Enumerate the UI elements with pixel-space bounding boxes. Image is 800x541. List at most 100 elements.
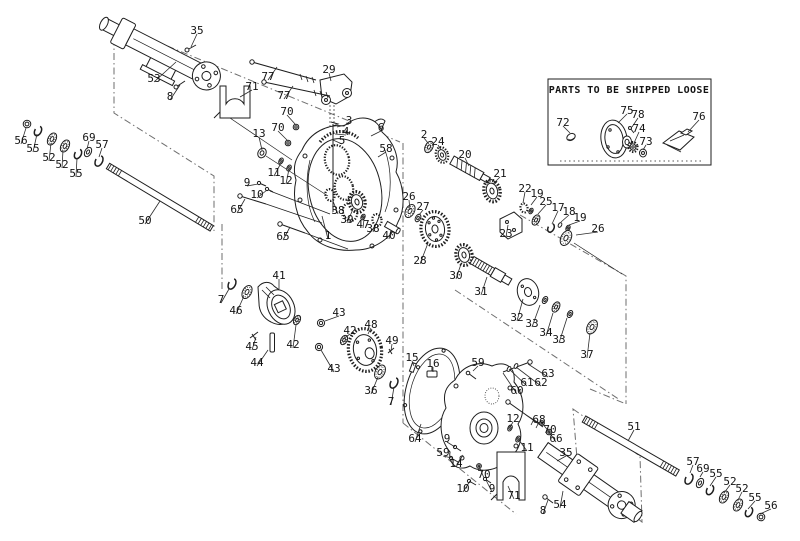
part-label-18: 18 [562,205,575,218]
part-label-70: 70 [477,468,490,481]
leader-line-15 [411,360,415,367]
washer-74 [627,140,639,154]
part-label-47: 47 [356,218,369,231]
part-label-59: 59 [471,356,484,369]
part-label-72: 72 [556,116,569,129]
leader-line-35 [190,33,198,48]
leader-line-31 [480,276,488,296]
countershaft-train [454,242,598,335]
part-label-42: 42 [343,324,356,337]
part-label-58: 58 [379,142,392,155]
part-label-62: 62 [534,376,547,389]
part-label-30: 30 [449,269,462,282]
leader-line-26 [575,231,599,236]
part-label-39: 39 [340,213,353,226]
leader-line-10 [462,480,471,493]
leader-line-23 [505,224,509,238]
part-label-44: 44 [250,356,264,369]
part-label-52: 52 [735,482,748,495]
part-label-27: 27 [416,200,429,213]
part-label-69: 69 [82,131,95,144]
part-label-6: 6 [378,121,385,134]
leader-line-20 [464,157,470,167]
part-label-25: 25 [539,195,552,208]
leader-line-52 [48,142,52,162]
leader-line-30 [455,263,462,280]
leader-line-75 [617,113,628,124]
part-label-10: 10 [250,188,263,201]
part-label-50: 50 [138,214,151,227]
leader-line-52 [737,491,743,501]
part-label-35: 35 [190,24,203,37]
part-label-23: 23 [499,227,512,240]
part-label-38: 38 [366,222,379,235]
part-label-57: 57 [95,138,108,151]
leader-line-7 [390,386,395,406]
part-label-75: 75 [620,104,633,117]
leader-line-11 [273,162,282,177]
part-label-7: 7 [388,395,395,408]
leader-line-33 [531,304,541,328]
leader-line-1 [321,215,329,240]
part-label-28: 28 [413,254,426,267]
part-label-36: 36 [364,384,377,397]
part-label-8: 8 [540,504,547,517]
part-label-32: 32 [510,311,523,324]
part-label-33: 33 [552,333,565,346]
shift-plate-23 [499,211,523,240]
part-labels-layer: 3553871777729707034565813565552525569575… [14,24,777,517]
part-label-78: 78 [631,108,644,121]
part-label-13: 13 [252,127,265,140]
main-housing-1 [293,117,404,251]
part-label-54: 54 [553,498,567,511]
leader-line-55 [32,133,38,153]
leader-line-47 [362,218,365,229]
part-label-4: 4 [343,125,350,138]
leader-line-70 [541,422,551,434]
leader-line-70 [277,130,288,141]
leader-line-17 [551,210,559,225]
leader-line-2 [423,137,429,144]
part-label-3: 3 [346,114,353,127]
part-label-20: 20 [458,148,471,161]
leader-line-77 [283,85,294,100]
screw-8-upper [173,80,186,90]
right-bearing-stack [684,473,766,522]
part-label-55: 55 [26,142,39,155]
leader-line-10 [256,189,268,199]
part-label-52: 52 [55,158,68,171]
part-label-41: 41 [272,269,285,282]
leader-line-61 [508,368,528,387]
part-label-73: 73 [639,135,652,148]
part-label-22: 22 [518,182,531,195]
part-label-17: 17 [551,201,564,214]
leader-line-35 [556,455,567,462]
axle-shaft-50 [105,162,215,232]
part-label-26: 26 [402,190,415,203]
part-label-52: 52 [723,475,736,488]
leader-line-65 [282,226,291,241]
leader-line-28 [419,242,429,265]
leader-line-13 [258,136,263,151]
leader-line-46 [235,295,245,315]
screw-77-b [261,79,331,99]
leader-line-6 [370,130,382,137]
part-label-34: 34 [539,326,553,339]
leader-line-19 [530,196,538,206]
leader-line-57 [98,147,103,158]
part-label-12: 12 [279,174,292,187]
part-label-56: 56 [14,134,27,147]
leader-line-8 [542,499,549,515]
shaft-44 [269,332,275,353]
bolt-65-a [237,193,323,224]
leader-line-60 [502,372,518,395]
pin-15 [408,361,417,374]
part-label-55: 55 [709,467,722,480]
leader-line-55 [709,476,717,487]
part-label-5: 5 [339,134,346,147]
leader-line-19 [568,220,581,226]
leader-line-32 [516,298,524,322]
part-label-11: 11 [520,441,533,454]
leader-line-22 [522,191,526,204]
